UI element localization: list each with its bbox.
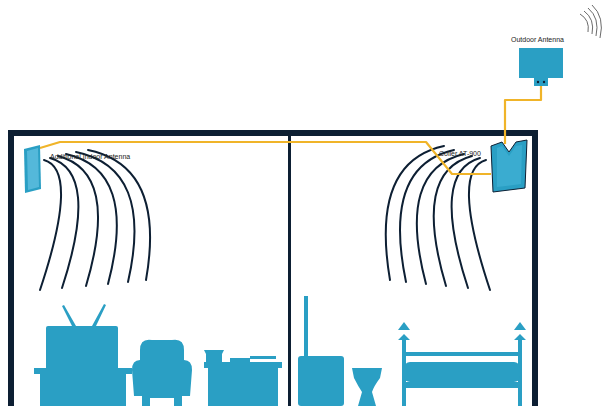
booster-unit: Coiler AT-900 bbox=[489, 140, 529, 192]
device-label: Outdoor Antenna bbox=[511, 36, 564, 44]
outdoor-antenna-icon bbox=[519, 48, 563, 86]
outdoor-antenna: Outdoor Antenna bbox=[519, 48, 563, 86]
indoor-antenna-icon bbox=[24, 145, 42, 193]
booster-unit-icon bbox=[489, 140, 529, 192]
indoor-antenna: Additional Indoor Antenna bbox=[24, 145, 42, 193]
building-walls bbox=[8, 130, 538, 406]
indoor-signal-arcs bbox=[40, 146, 490, 290]
coax-cable bbox=[40, 142, 491, 174]
signal-waves bbox=[580, 5, 601, 38]
device-label: Additional Indoor Antenna bbox=[50, 153, 130, 161]
device-label: Coiler AT-900 bbox=[439, 150, 481, 158]
furniture bbox=[34, 296, 526, 406]
coax-cable bbox=[505, 86, 541, 144]
